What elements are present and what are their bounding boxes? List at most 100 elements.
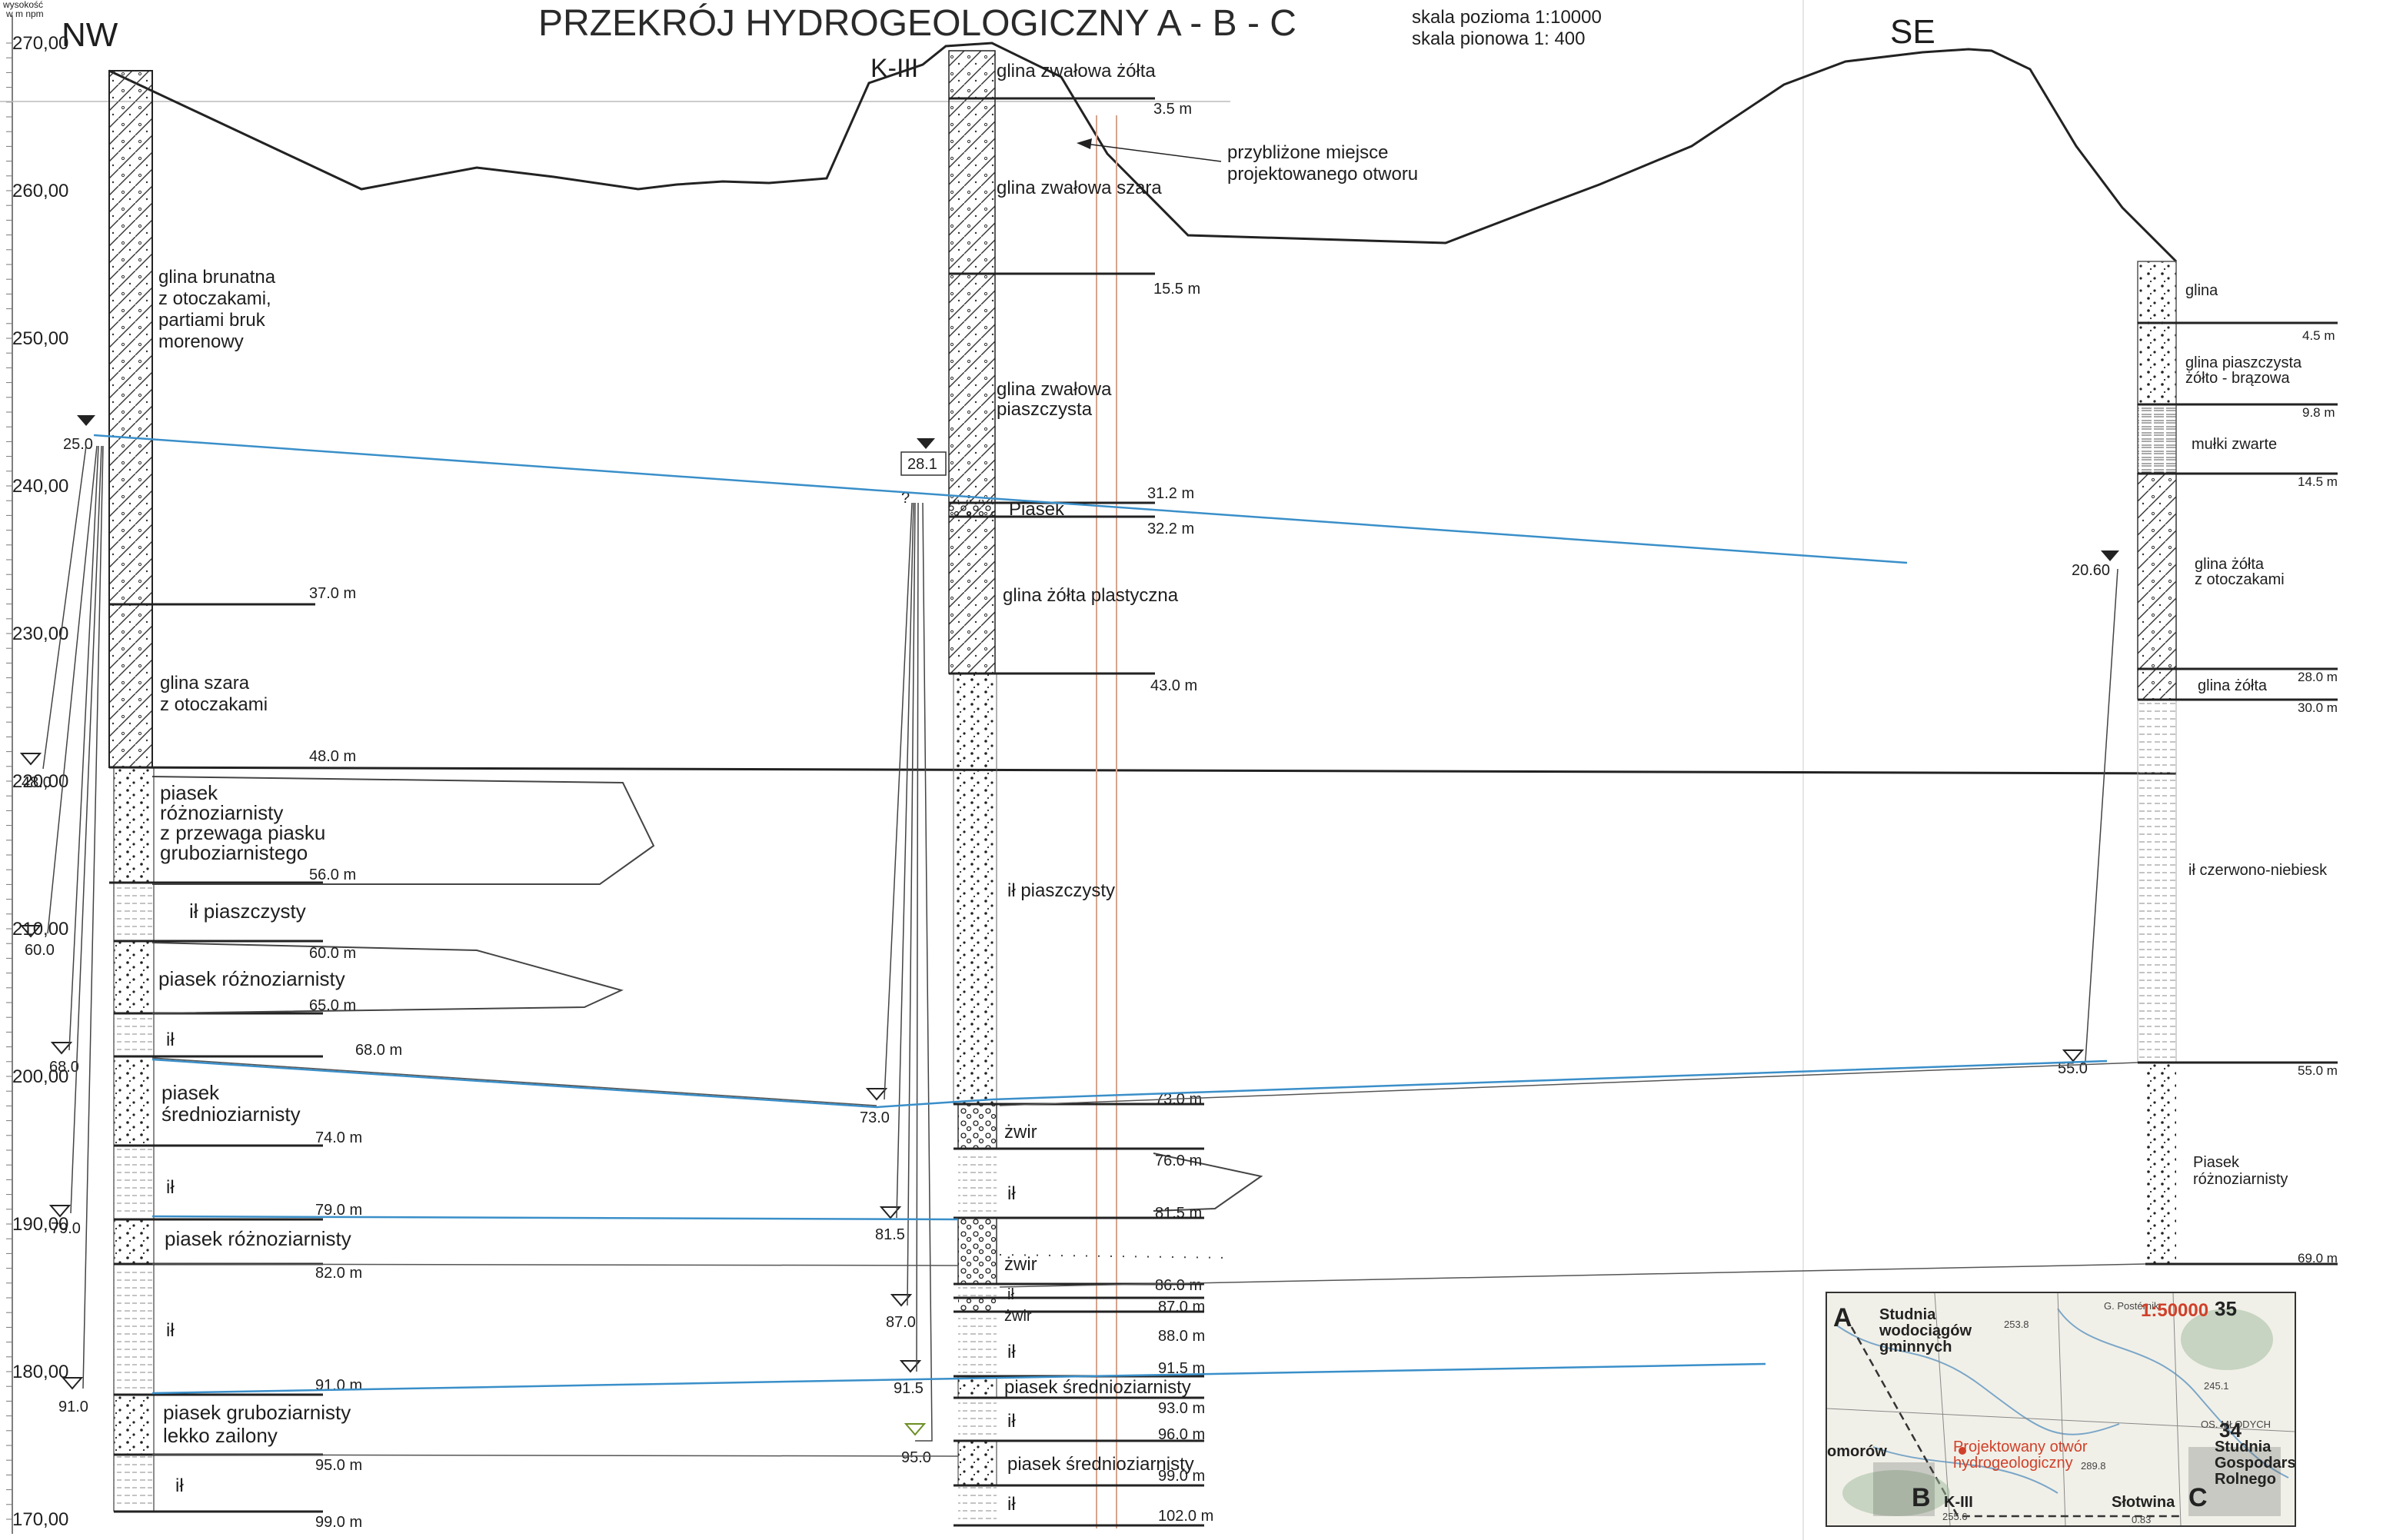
layer-label: glina żółta [2198,677,2268,694]
arrow-icon [1077,138,1092,149]
aquifer-lens [151,776,655,885]
svg-text:48.0: 48.0 [22,774,52,791]
spot-height: 0.83 [2132,1514,2152,1525]
layer-boundaries-nw [109,603,323,1513]
map-label-farm: Studnia Gospodarstwa Rolnego [2215,1439,2296,1488]
svg-text:60.0 m: 60.0 m [309,945,356,962]
layer-label: ił [166,1029,175,1050]
map-town-bottom: Słotwina [2112,1494,2175,1511]
axis-tick-label: 220,00 [12,771,68,792]
svg-text:91.0: 91.0 [58,1399,88,1415]
svg-text:?: ? [901,490,910,507]
layer-label: ił piaszczysty [189,900,306,923]
map-label-project: Projektowany otwór hydrogeologiczny [1953,1439,2088,1472]
layer-label: żwir [1004,1254,1037,1275]
elevation-axis: wysokość w m npm 270,00 260,00 250,00 24… [2,0,68,1534]
layer-label: piasek średnioziarnisty [161,1081,301,1126]
water-levels-nw: 25.0 48.0 60.0 68.0 79.0 91.0 [19,415,104,1415]
axis-tick-label: 200,00 [12,1066,68,1087]
water-table-icon [19,753,42,766]
axis-tick-label: 260,00 [12,181,68,201]
map-label-wells: Studnia wodociągów gminnych [1879,1306,1972,1355]
layer-label: żwir [1004,1122,1037,1143]
water-table-icon [865,1088,888,1101]
svg-text:96.0 m: 96.0 m [1158,1426,1205,1443]
layer-label: ił piaszczysty [1007,880,1115,901]
map-place-top: G. Postérnik [2104,1300,2159,1312]
location-inset-map: A Studnia wodociągów gminnych G. Postérn… [1826,1292,2296,1527]
layer-label: piasek średnioziarnisty [1007,1454,1194,1475]
svg-text:91.5: 91.5 [894,1380,924,1397]
svg-text:60.0: 60.0 [25,942,55,959]
layer-label: Piasek różnoziarnisty [2193,1154,2288,1188]
svg-text:28.1: 28.1 [907,456,937,473]
axis-tick-label: 250,00 [12,328,68,349]
layer-label: glina brunatna z otoczakami, partiami br… [158,267,281,352]
map-borehole-label: K-III [1944,1494,1973,1511]
svg-text:projektowanego otworu: projektowanego otworu [1227,164,1418,185]
map-town-left: omorów [1827,1443,1887,1460]
svg-text:86.0 m: 86.0 m [1155,1277,1202,1294]
direction-nw: NW [62,16,118,54]
svg-text:91.0 m: 91.0 m [315,1377,362,1394]
svg-text:31.2 m: 31.2 m [1147,485,1194,502]
layer-label: glina szara z otoczakami [160,673,268,715]
layer-label: ił [175,1475,184,1496]
svg-text:88.0 m: 88.0 m [1158,1328,1205,1345]
layer-label: żwir [1004,1308,1032,1325]
layer-label: piasek gruboziarnisty lekko zailony [163,1401,356,1447]
planned-well-marker [1959,1447,1966,1455]
svg-text:4.5 m: 4.5 m [2302,328,2335,343]
map-background [1827,1293,2295,1525]
borehole-nw [108,70,155,1512]
layer-label: glina zwałowa piaszczysta [997,379,1117,420]
terrain-profile [108,42,2178,263]
layer-label: glina [2185,282,2218,299]
svg-text:79.0 m: 79.0 m [315,1202,362,1219]
horizontal-scale: skala pozioma 1:10000 [1412,7,1602,28]
water-table-icon [2062,1049,2085,1063]
svg-text:65.0 m: 65.0 m [309,997,356,1014]
section-boundary-line [108,766,2177,775]
svg-text:95.0 m: 95.0 m [315,1457,362,1474]
section-title: PRZEKRÓJ HYDROGEOLOGICZNY A - B - C [538,2,1296,44]
svg-text:81.5: 81.5 [875,1226,905,1243]
layer-label: glina zwałowa żółta [997,61,1156,81]
svg-text:99.0 m: 99.0 m [315,1514,362,1531]
map-sheet-number-2: 34 [2219,1419,2242,1442]
layer-label: glina żółta plastyczna [1003,585,1179,606]
map-letter-a: A [1833,1303,1852,1332]
spot-height: 289.8 [2081,1460,2106,1472]
borehole-se [2137,261,2177,1264]
svg-text:przybliżone miejsce: przybliżone miejsce [1227,142,1388,163]
layer-label: glina piaszczysta żółto - brązowa [2185,354,2306,387]
svg-text:20.60: 20.60 [2072,562,2110,579]
svg-text:3.5 m: 3.5 m [1153,101,1192,118]
borehole-k3 [948,50,1117,1528]
svg-text:76.0 m: 76.0 m [1155,1153,1202,1169]
aquifer-lens [1153,1153,1263,1212]
svg-text:55.0 m: 55.0 m [2298,1063,2338,1078]
direction-se: SE [1890,13,1935,51]
svg-text:9.8 m: 9.8 m [2302,405,2335,420]
svg-text:99.0 m: 99.0 m [1158,1468,1205,1485]
correlation-lines [151,1057,2146,1457]
layer-label: ił czerwono-niebiesk [2188,862,2328,879]
water-table-icon [19,925,42,938]
annotation-planned-well: przybliżone miejsce projektowanego otwor… [1077,138,1418,185]
svg-text:56.0 m: 56.0 m [309,866,356,883]
svg-text:74.0 m: 74.0 m [315,1129,362,1146]
svg-text:95.0: 95.0 [901,1449,931,1466]
layer-label: glina zwałowa szara [997,178,1162,198]
map-letter-b: B [1912,1483,1931,1512]
layer-label: piasek różnoziarnisty [158,967,345,990]
map-place-right: OS. MŁODYCH [2201,1419,2272,1430]
water-table-icon [77,415,95,426]
axis-tick-label: 180,00 [12,1362,68,1382]
svg-text:15.5 m: 15.5 m [1153,281,1200,298]
water-table-icon [61,1377,84,1390]
layer-label: ił [1007,1183,1016,1204]
axis-caption: wysokość [2,0,43,10]
layer-label: ił [1007,1342,1016,1362]
svg-text:81.5 m: 81.5 m [1155,1205,1202,1222]
